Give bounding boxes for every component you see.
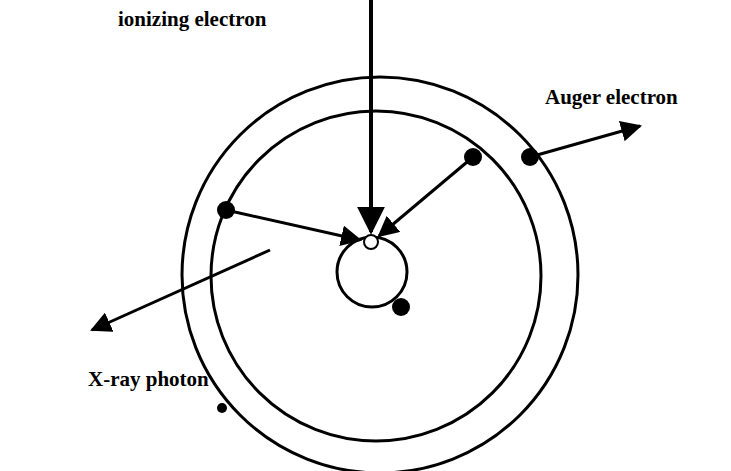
photon-arrow — [92, 250, 270, 330]
emission-label: Auger electron — [545, 86, 678, 109]
auger-arrow — [530, 126, 640, 157]
transition-arrow — [379, 157, 473, 236]
ionizing-arrow — [369, 0, 373, 232]
electron — [521, 148, 539, 166]
electron — [217, 201, 235, 219]
electron — [217, 403, 227, 413]
vacancy — [364, 235, 378, 249]
photon-label: X-ray photon — [88, 368, 209, 391]
beam-label: ionizing electron — [118, 8, 266, 31]
electron — [464, 148, 482, 166]
electron — [392, 298, 410, 316]
outer-shell — [182, 77, 578, 471]
transition-arrow — [226, 210, 360, 240]
middle-shell — [211, 111, 541, 441]
